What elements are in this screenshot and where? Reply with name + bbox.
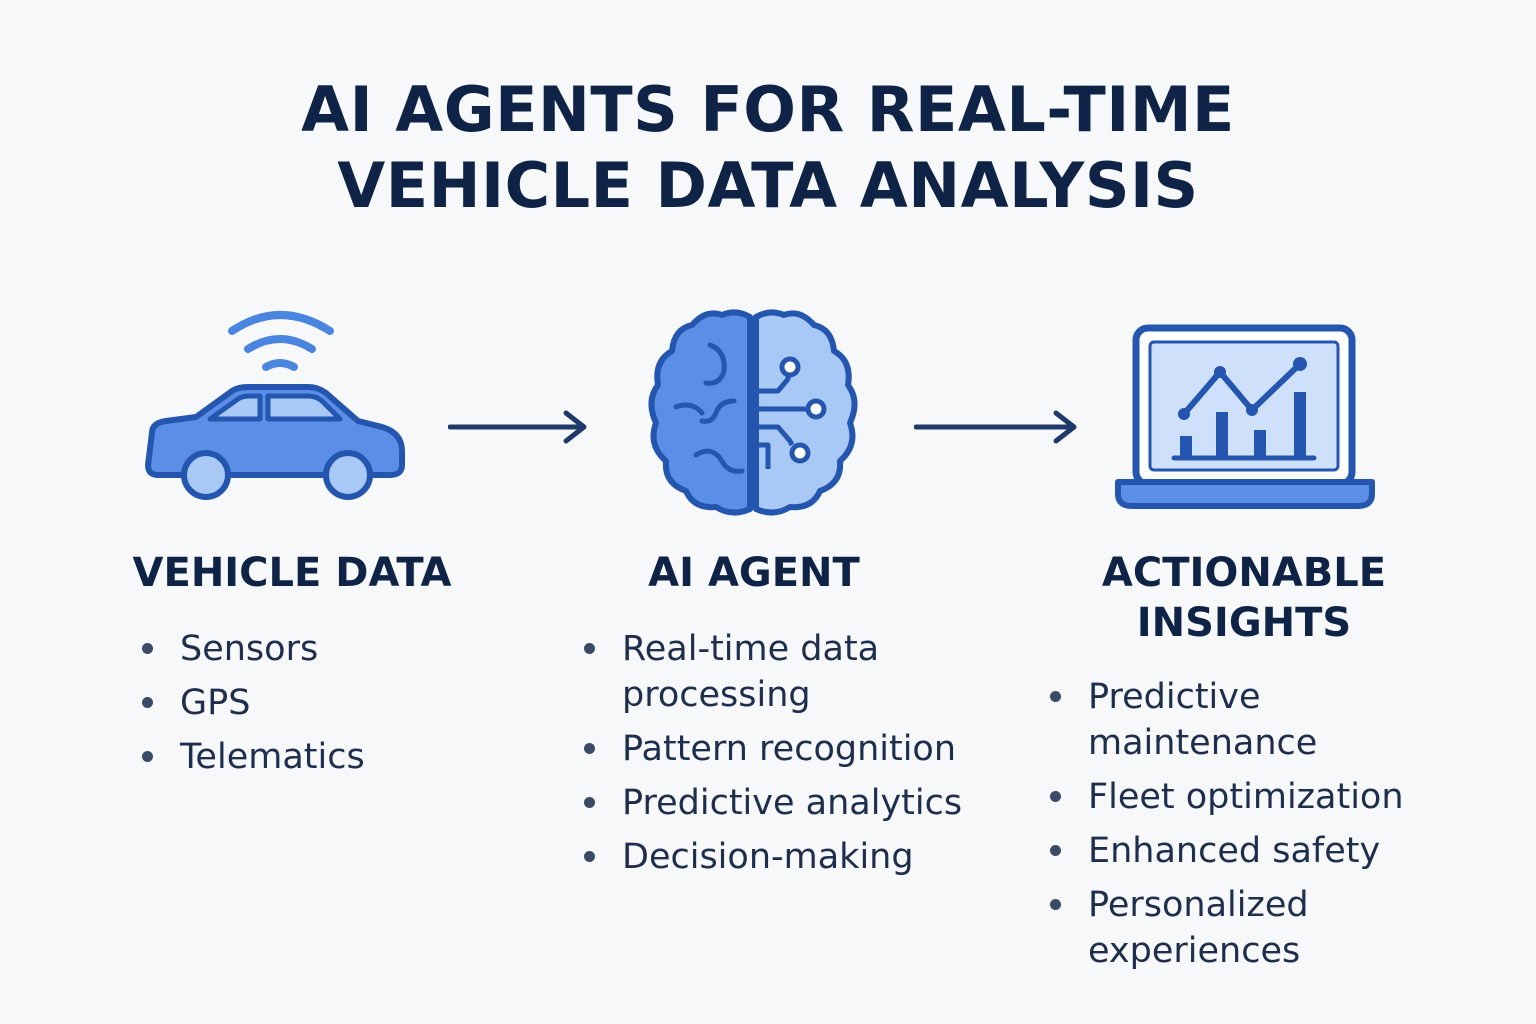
list-item: Predictive maintenance [1046, 674, 1346, 766]
heading-line: ACTIONABLE [1101, 550, 1387, 596]
list-item: Fleet optimization [1046, 774, 1404, 820]
list-item: Decision-making [580, 834, 914, 880]
vehicle-data-list: Sensors GPS Telematics [138, 626, 458, 788]
ai-agent-list: Real-time data processing Pattern recogn… [580, 626, 962, 888]
list-item: Sensors [138, 626, 458, 672]
actionable-insights-heading: ACTIONABLE INSIGHTS [1064, 548, 1424, 648]
list-item: Telematics [138, 734, 458, 780]
list-item: Real-time data processing [580, 626, 900, 718]
heading-line: AI AGENT [648, 550, 860, 596]
page-title: AI AGENTS FOR REAL-TIME VEHICLE DATA ANA… [0, 72, 1536, 224]
heading-line: INSIGHTS [1136, 600, 1352, 646]
list-item: GPS [138, 680, 458, 726]
vehicle-data-heading: VEHICLE DATA [112, 548, 472, 598]
list-item: Enhanced safety [1046, 828, 1380, 874]
brain-circuit-icon [648, 309, 858, 516]
list-item: Predictive analytics [580, 780, 962, 826]
heading-line: VEHICLE DATA [132, 550, 452, 596]
laptop-chart-icon [1115, 324, 1375, 509]
title-line-1: AI AGENTS FOR REAL-TIME [301, 73, 1235, 146]
flow-arrow-1 [448, 410, 587, 444]
list-item: Personalized experiences [1046, 882, 1346, 974]
flow-arrow-2 [914, 410, 1077, 444]
car-wifi-icon [145, 311, 405, 500]
actionable-insights-list: Predictive maintenance Fleet optimizatio… [1046, 674, 1404, 982]
title-line-2: VEHICLE DATA ANALYSIS [337, 149, 1199, 222]
list-item: Pattern recognition [580, 726, 956, 772]
ai-agent-heading: AI AGENT [574, 548, 934, 598]
